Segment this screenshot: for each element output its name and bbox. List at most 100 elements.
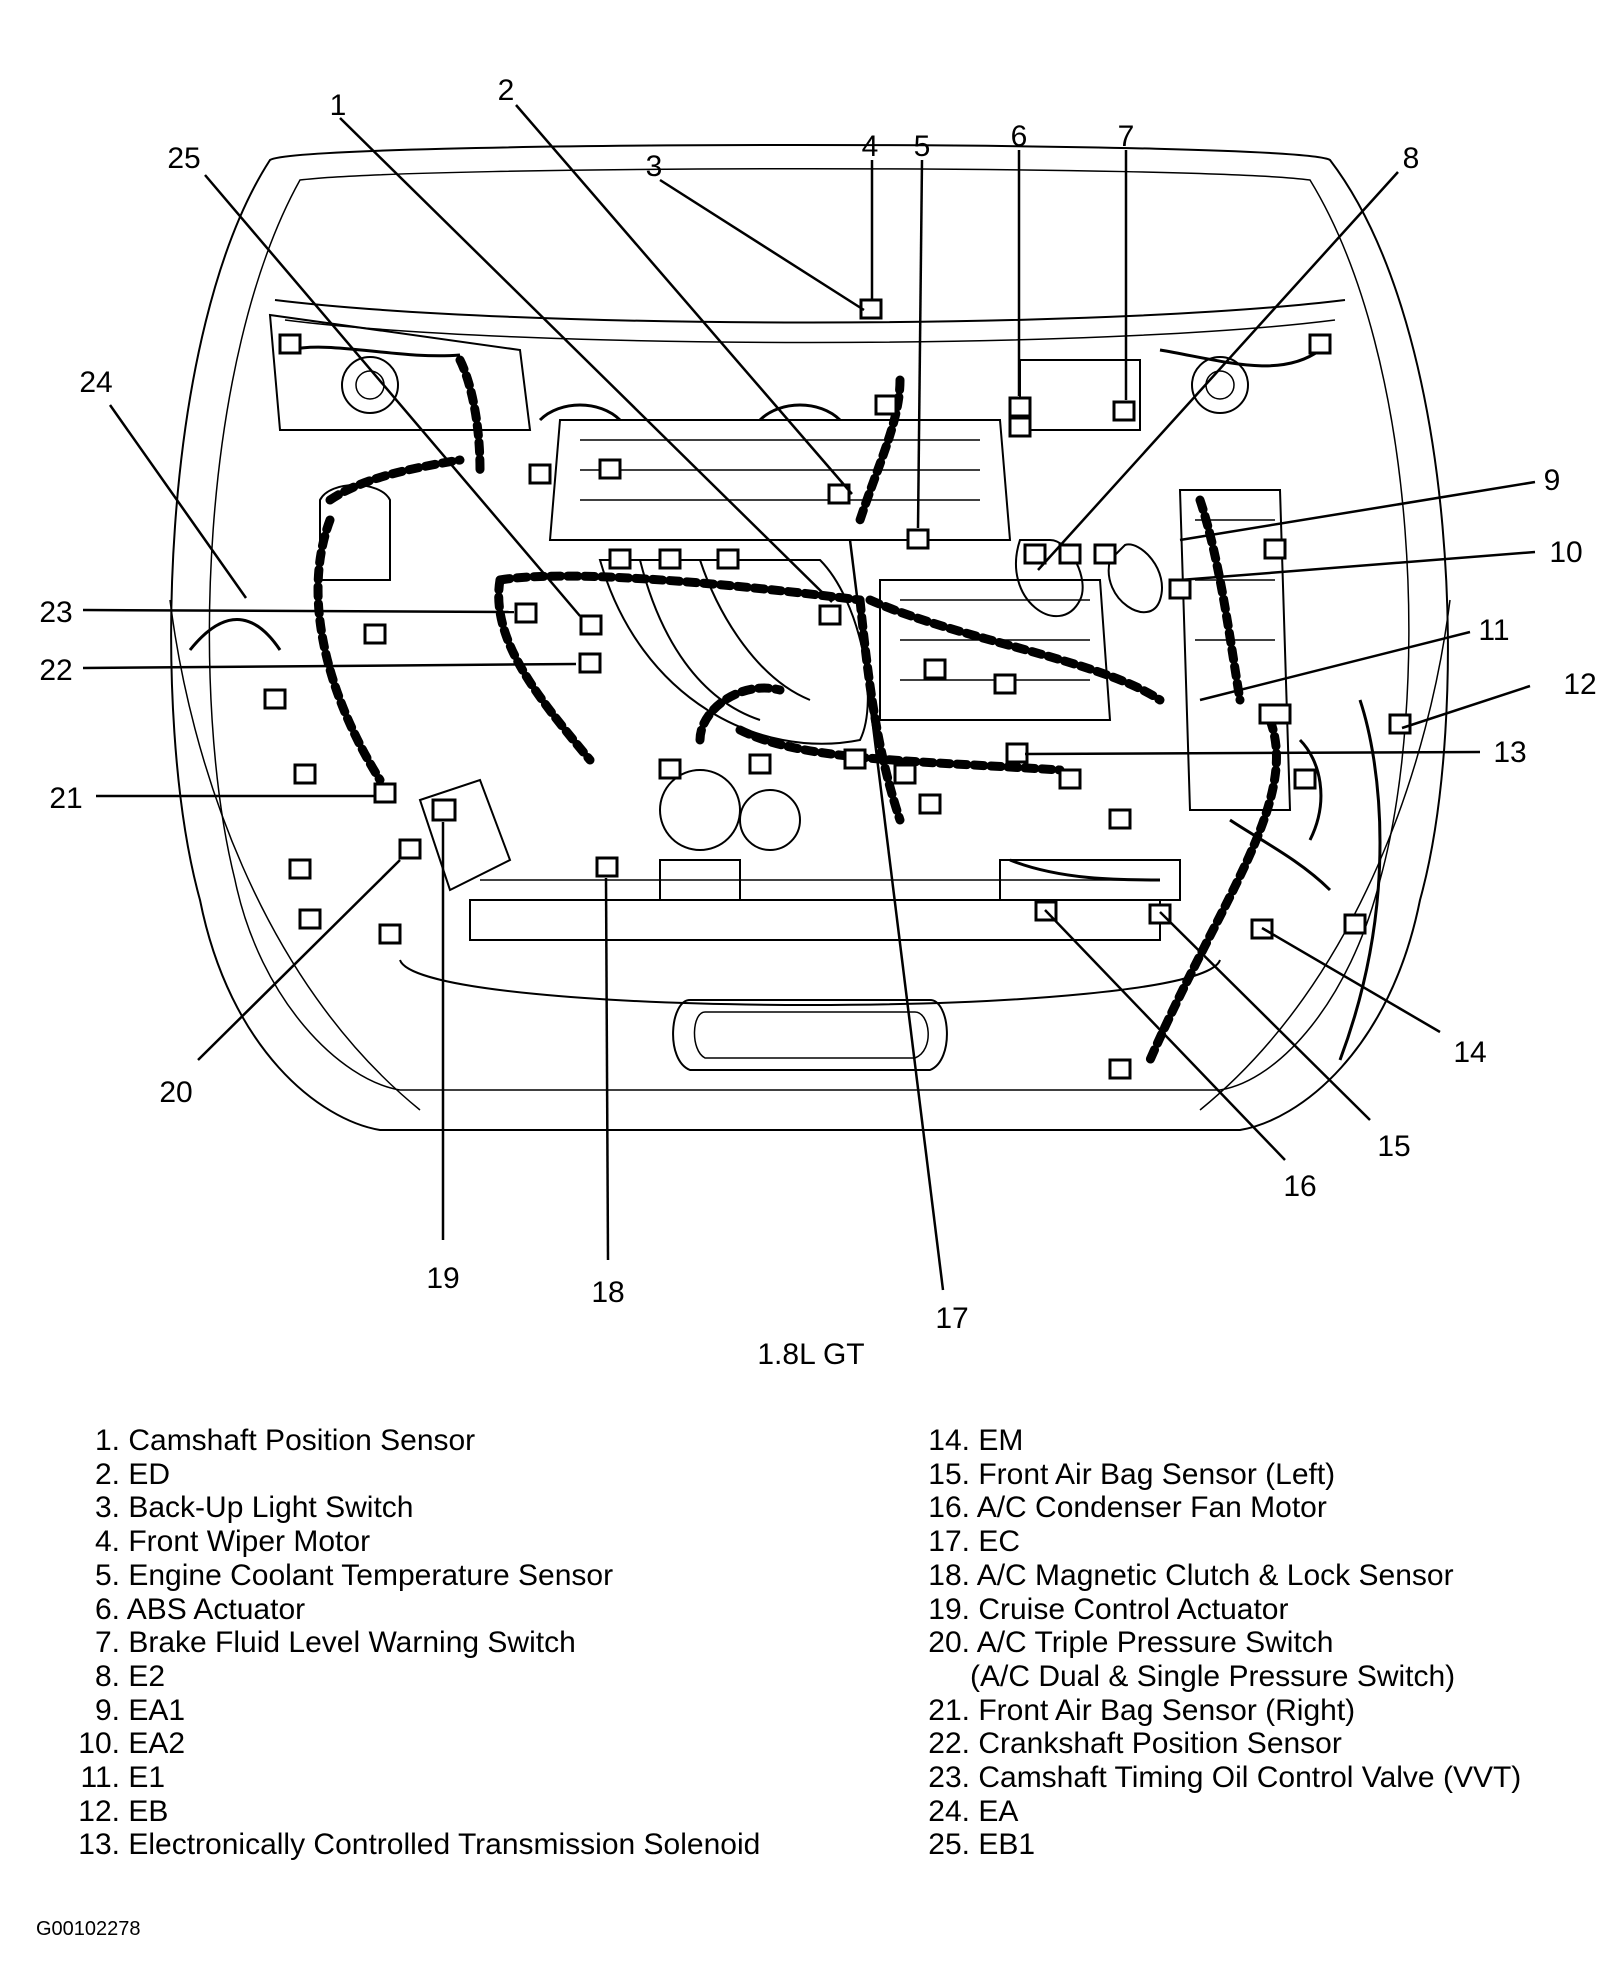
legend-label: ED <box>128 1457 171 1491</box>
legend-item-continuation: (A/C Dual & Single Pressure Switch) <box>910 1660 1521 1694</box>
connector <box>1058 768 1082 790</box>
legend-right-column: 14. EM 15. Front Air Bag Sensor (Left) 1… <box>910 1424 1521 1862</box>
callout-25: 25 <box>167 142 200 175</box>
callout-8: 8 <box>1403 142 1420 175</box>
legend-item: 6. ABS Actuator <box>60 1593 760 1627</box>
callout-20: 20 <box>159 1076 192 1109</box>
connector <box>1308 333 1332 355</box>
legend-item: 14. EM <box>910 1424 1521 1458</box>
connector <box>748 753 772 775</box>
connector <box>1388 713 1412 735</box>
connector <box>278 333 302 355</box>
legend-left-column: 1. Camshaft Position Sensor 2. ED 3. Bac… <box>60 1424 760 1862</box>
legend-item: 8. E2 <box>60 1660 760 1694</box>
connector <box>598 458 622 480</box>
connector <box>658 758 682 780</box>
legend-label: A/C Condenser Fan Motor <box>976 1491 1327 1525</box>
legend-label: Engine Coolant Temperature Sensor <box>128 1558 614 1592</box>
leader-line-1 <box>339 117 833 603</box>
legend-item: 21. Front Air Bag Sensor (Right) <box>910 1694 1521 1728</box>
leader-line-15 <box>1159 911 1371 1121</box>
legend-item: 24. EA <box>910 1795 1521 1829</box>
legend-label: E1 <box>128 1761 166 1795</box>
callout-2: 2 <box>498 74 515 107</box>
legend-label: EC <box>978 1525 1021 1559</box>
legend-item: 12. EB <box>60 1795 760 1829</box>
legend-label: Front Wiper Motor <box>128 1525 371 1559</box>
legend-label: A/C Triple Pressure Switch <box>976 1626 1334 1660</box>
callout-13: 13 <box>1493 736 1526 769</box>
legend-item: 18. A/C Magnetic Clutch & Lock Sensor <box>910 1559 1521 1593</box>
leader-line-3 <box>659 178 865 312</box>
connector <box>1343 913 1367 935</box>
connector <box>398 838 422 860</box>
connector <box>373 782 397 804</box>
vehicle-body-outline <box>169 144 1451 1131</box>
callout-1: 1 <box>330 89 347 122</box>
legend-label: Electronically Controlled Transmission S… <box>128 1828 761 1862</box>
legend-label: Back-Up Light Switch <box>128 1491 414 1525</box>
callout-17: 17 <box>935 1302 968 1335</box>
legend-number: 14. <box>928 1424 970 1457</box>
connector <box>1108 1058 1132 1080</box>
leader-line-2 <box>515 104 853 495</box>
legend-item: 5. Engine Coolant Temperature Sensor <box>60 1559 760 1593</box>
legend-item: 10. EA2 <box>60 1727 760 1761</box>
engine-bay-diagram: 1 2 3 4 5 6 7 8 9 10 11 12 13 14 15 16 1… <box>39 74 1596 1335</box>
leader-line-17 <box>848 539 945 1291</box>
legend-number: 23. <box>928 1761 970 1795</box>
legend-item: 17. EC <box>910 1525 1521 1559</box>
connector <box>918 793 942 815</box>
diagram-caption: 1.8L GT <box>757 1338 865 1371</box>
legend-number: 12. <box>78 1794 120 1828</box>
legend-item: 23. Camshaft Timing Oil Control Valve (V… <box>910 1761 1521 1795</box>
connector <box>578 652 602 674</box>
legend-number: 20. <box>928 1626 970 1660</box>
legend-item: 15. Front Air Bag Sensor (Left) <box>910 1458 1521 1492</box>
connector <box>378 923 402 945</box>
callout-14: 14 <box>1453 1036 1486 1069</box>
engine-block <box>319 359 1292 901</box>
legend-number: 5. <box>94 1558 120 1592</box>
callout-12: 12 <box>1563 668 1596 701</box>
connector <box>1108 808 1132 830</box>
callout-22: 22 <box>39 654 72 687</box>
connector <box>1008 396 1032 418</box>
legend-label: E2 <box>128 1659 166 1693</box>
callout-6: 6 <box>1011 120 1028 153</box>
connector <box>1093 543 1117 565</box>
legend-number: 15. <box>928 1457 970 1491</box>
connector <box>843 748 867 770</box>
connector <box>1058 543 1082 565</box>
legend-number: 21. <box>928 1693 970 1727</box>
legend-number: 1. <box>94 1424 120 1457</box>
callout-numbers: 1 2 3 4 5 6 7 8 9 10 11 12 13 14 15 16 1… <box>39 74 1596 1335</box>
legend-item: 9. EA1 <box>60 1694 760 1728</box>
legend-label: A/C Magnetic Clutch & Lock Sensor <box>976 1558 1454 1592</box>
leader-line-25 <box>204 174 581 617</box>
connector <box>874 394 898 416</box>
connector <box>818 604 842 626</box>
legend-item: 1. Camshaft Position Sensor <box>60 1424 760 1458</box>
legend-number: 13. <box>78 1828 120 1862</box>
callout-7: 7 <box>1118 120 1135 153</box>
legend-label: Camshaft Timing Oil Control Valve (VVT) <box>978 1761 1522 1795</box>
connector <box>293 763 317 785</box>
legend-label: Cruise Control Actuator <box>978 1592 1289 1626</box>
leader-line-22 <box>82 662 577 670</box>
connector <box>827 483 851 505</box>
leader-line-5 <box>916 159 924 529</box>
leader-line-13 <box>1024 750 1481 756</box>
connector <box>1008 416 1032 438</box>
connector <box>1023 543 1047 565</box>
legend-label: EB <box>128 1794 169 1828</box>
legend-label: EA2 <box>128 1727 186 1761</box>
connector <box>431 798 457 822</box>
legend-number: 24. <box>928 1794 970 1828</box>
connector <box>514 602 538 624</box>
leader-line-14 <box>1261 926 1441 1034</box>
legend-number: 22. <box>928 1727 970 1761</box>
callout-16: 16 <box>1283 1170 1316 1203</box>
leader-line-9 <box>1179 480 1536 542</box>
connector <box>1112 400 1136 422</box>
